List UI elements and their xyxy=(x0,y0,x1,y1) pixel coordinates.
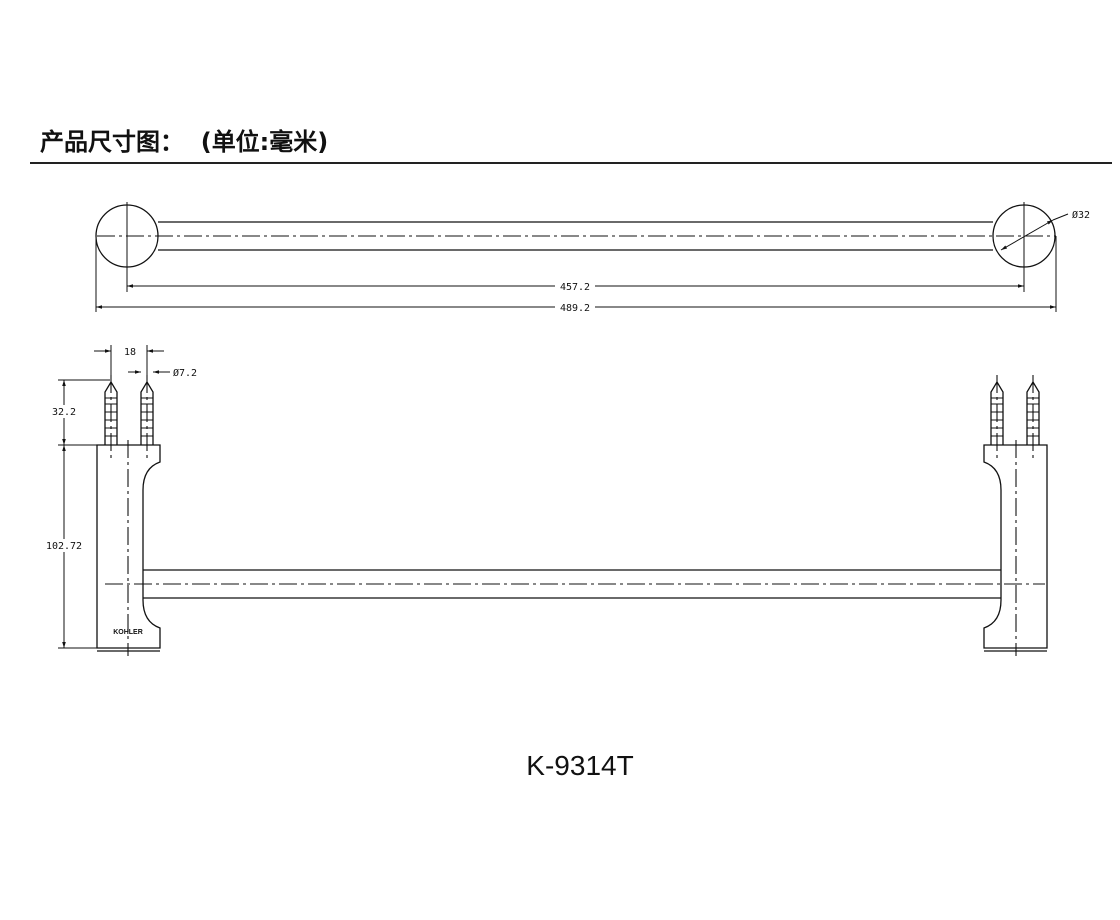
dim-screw-diameter: Ø7.2 xyxy=(173,367,197,379)
kohler-logo: KOHLER xyxy=(113,629,143,636)
dim-height: 102.72 xyxy=(46,541,82,552)
title-divider xyxy=(30,162,1112,164)
dim-diameter: Ø32 xyxy=(1072,209,1090,221)
side-view: KOHLER 32.2 102.72 18 Ø7.2 xyxy=(42,345,1048,656)
right-bracket xyxy=(983,375,1048,656)
dim-screw-length: 32.2 xyxy=(52,407,76,418)
unit-note: (单位:毫米) xyxy=(200,128,329,156)
dim-screw-spacing: 18 xyxy=(124,347,136,358)
top-view: 457.2 489.2 Ø32 xyxy=(95,202,1090,314)
dim-inner-length: 457.2 xyxy=(560,282,590,293)
page-title: 产品尺寸图： (单位:毫米) xyxy=(40,122,328,157)
title-text: 产品尺寸图： xyxy=(40,128,184,156)
left-bracket xyxy=(96,375,161,656)
dim-overall-length: 489.2 xyxy=(560,303,590,314)
model-number: K-9314T xyxy=(526,750,634,781)
